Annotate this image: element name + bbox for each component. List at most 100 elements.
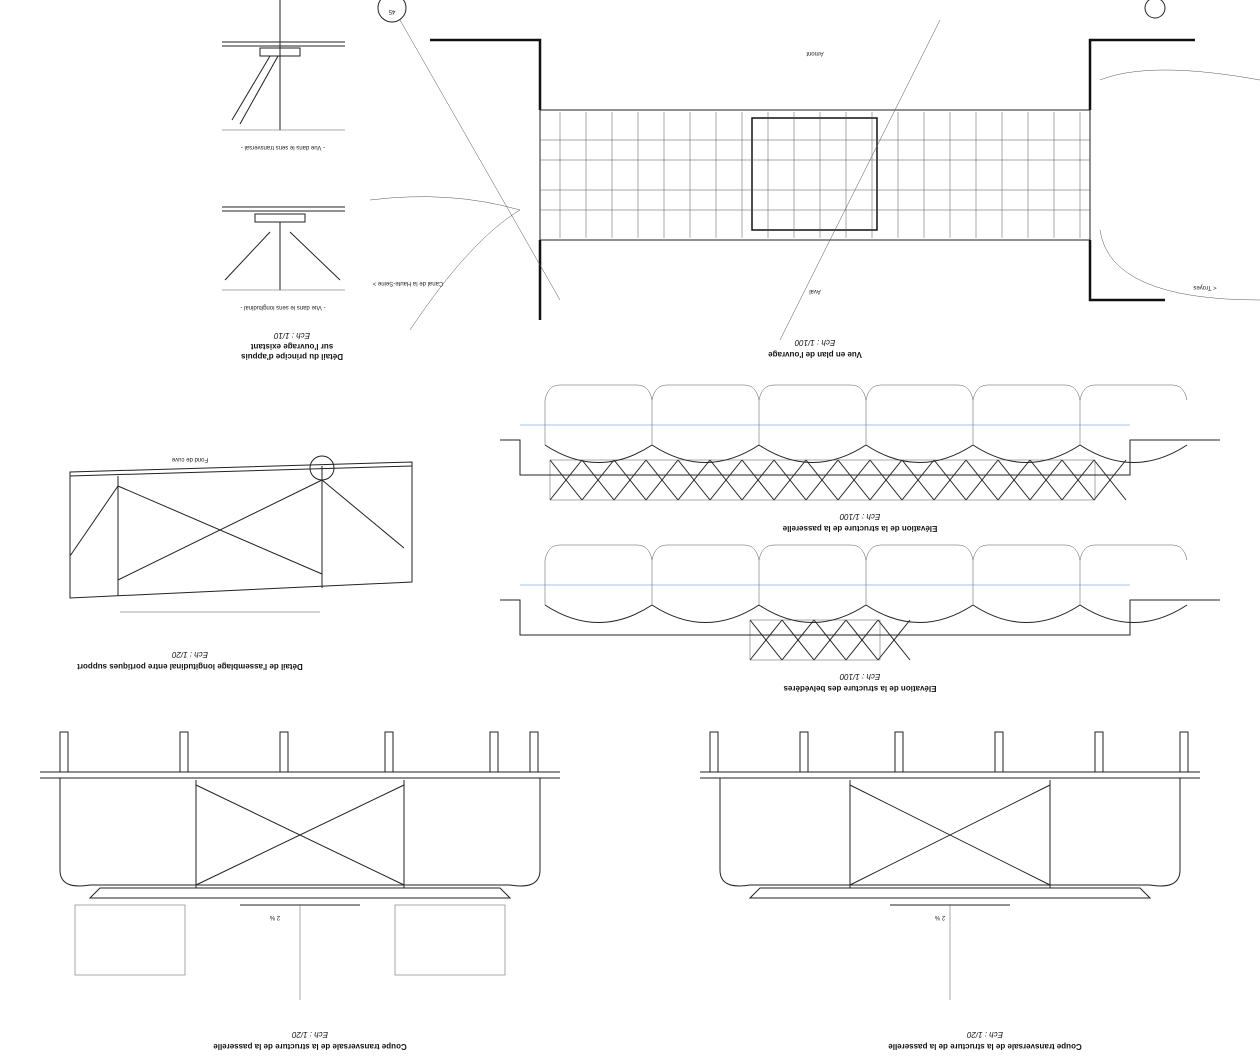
elevation-bridge-scale: Ech : 1/100 (839, 512, 880, 521)
section-1-title: Coupe transversale de la structure de la… (213, 1042, 407, 1051)
drawing-line (549, 459, 583, 501)
drawing-line (651, 604, 760, 623)
drawing-line (1179, 731, 1189, 773)
drawing-line (781, 619, 815, 661)
drawing-line (544, 544, 653, 605)
drawing-line (709, 459, 743, 501)
drawing-line (195, 784, 405, 886)
drawing-line (1079, 384, 1188, 445)
drawing-line (837, 459, 871, 501)
canal-label: Canal de la Haute-Seine > (372, 280, 443, 286)
drawing-line (741, 459, 775, 501)
slope-label: 2 % (269, 914, 280, 920)
drawing-line (613, 459, 647, 501)
drawing-line (179, 731, 189, 773)
plan-marker: 45 (388, 8, 395, 14)
drawing-line (748, 887, 1152, 899)
drawing-line (489, 731, 499, 773)
drawing-line (384, 731, 394, 773)
view-longitudinal-label: - Vue dans le sens longitudinal - (240, 304, 325, 310)
drawing-line (758, 444, 867, 463)
drawing-line (865, 604, 974, 623)
elevation-bridge-title: Elévation de la structure de la passerel… (782, 524, 937, 533)
plan-deck-grid (540, 112, 1090, 238)
drawing-line (849, 784, 1051, 886)
drawing-line (1094, 731, 1104, 773)
elevation-belvederes-scale: Ech : 1/100 (839, 672, 880, 681)
drawing-line (845, 619, 879, 661)
assembly-detail-title: Détail de l'assemblage longitudinal entr… (77, 662, 303, 671)
drawing-line (799, 731, 809, 773)
drawing-line (972, 544, 1081, 605)
drawing-line (749, 619, 783, 661)
drawing-line (965, 459, 999, 501)
drawing-line (544, 444, 653, 463)
drawing-line (529, 731, 539, 773)
drawing-line (972, 444, 1081, 463)
drawing-line (813, 619, 847, 661)
downstream-label: Aval (809, 288, 821, 294)
drawing-line (805, 459, 839, 501)
drawing-line (901, 459, 935, 501)
drawing-line (709, 731, 719, 773)
drawing-line (865, 384, 974, 445)
plan-view-title: Vue en plan de l'ouvrage (768, 350, 862, 359)
section-1-scale: Ech : 1/20 (291, 1030, 328, 1039)
drawing-line (544, 604, 653, 623)
drawing-line (719, 778, 1181, 887)
drawing-line (59, 778, 541, 887)
drawing-line (758, 384, 867, 445)
drawing-line (581, 459, 615, 501)
upstream-label: Amont (806, 50, 824, 56)
section-bridge-1-panel: 2 % Coupe transversale de la structure d… (40, 731, 560, 1051)
hatched-panel (394, 904, 506, 976)
drawing-line (997, 459, 1031, 501)
drawing-line (994, 731, 1004, 773)
drawing-line (972, 384, 1081, 445)
assembly-top-label: Fond de cuve (171, 456, 208, 462)
assembly-detail-panel: Fond de cuve Détail de l'assemblage long… (69, 455, 413, 671)
drawing-line (758, 604, 867, 623)
elevation-bridge-panel: Elévation de la structure de la passerel… (500, 384, 1220, 533)
hatched-panel (74, 904, 186, 976)
drawing-line (1093, 459, 1127, 501)
drawing-line (1029, 459, 1063, 501)
plan-view-panel: 45 Amont Aval Canal de la Haute-Seine > … (369, 0, 1260, 359)
section-2-scale: Ech : 1/20 (966, 1030, 1003, 1039)
detail-support-panel: - Vue dans le sens transversal - - Vue d… (222, 0, 345, 361)
north-arrow-icon (1144, 0, 1166, 19)
drawing-line (877, 619, 911, 661)
drawing-line (1079, 604, 1188, 623)
drawing-line (651, 544, 760, 605)
plan-view-scale: Ech : 1/100 (794, 338, 835, 347)
drawing-line (933, 459, 967, 501)
drawing-line (88, 887, 512, 899)
drawing-line (544, 384, 653, 445)
drawing-line (1079, 444, 1188, 463)
slope-label: 2 % (934, 914, 945, 920)
drawing-line (749, 619, 881, 661)
detail-support-scale: Ech : 1/10 (273, 331, 310, 340)
drawing-line (651, 384, 760, 445)
drawing-line (500, 439, 1220, 476)
drawing-line (1079, 544, 1188, 605)
drawing-line (1061, 459, 1095, 501)
direction-label: < Troyes (1193, 284, 1216, 290)
elevation-belvederes-title: Elévation de la structure des belvédères (783, 684, 937, 693)
drawing-line (773, 459, 807, 501)
drawing-line (651, 444, 760, 463)
drawing-line (500, 599, 1220, 636)
drawing-line (894, 731, 904, 773)
elevation-belvederes-panel: Elévation de la structure des belvédères… (500, 544, 1220, 693)
drawing-line (59, 731, 69, 773)
drawing-line (865, 444, 974, 463)
drawing-line (869, 459, 903, 501)
detail-support-title: Détail du principe d'appuis (240, 352, 342, 361)
detail-support-title-2: sur l'ouvrage existant (250, 342, 333, 351)
drawing-line (865, 544, 974, 605)
drawing-line (677, 459, 711, 501)
drawing-line (972, 604, 1081, 623)
drawing-line (645, 459, 679, 501)
